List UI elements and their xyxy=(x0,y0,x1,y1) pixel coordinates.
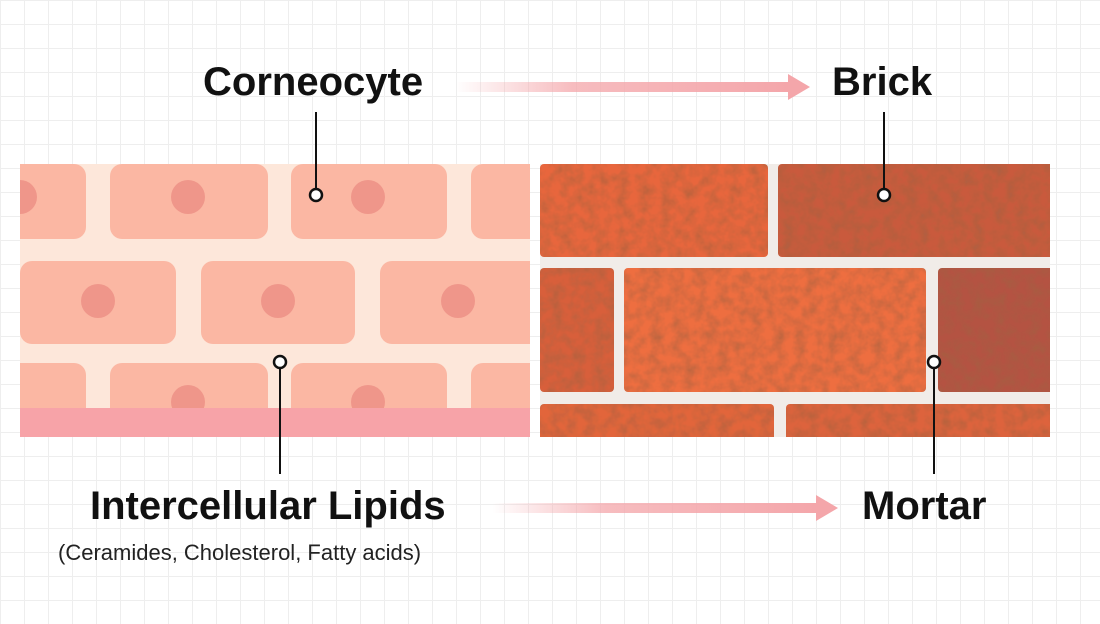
brick-wall-illustration xyxy=(540,164,1050,437)
brick-label: Brick xyxy=(832,60,933,104)
arrow-lipids-to-mortar xyxy=(492,495,838,521)
bricks xyxy=(540,164,1050,437)
lipids-composition-label: (Ceramides, Cholesterol, Fatty acids) xyxy=(58,540,422,565)
intercellular-lipids-label: Intercellular Lipids xyxy=(90,484,446,528)
arrow-corneocyte-to-brick xyxy=(455,74,810,100)
skin-cell-illustration xyxy=(20,164,530,437)
membrane-strip xyxy=(20,408,530,437)
mortar-label: Mortar xyxy=(862,484,987,528)
corneocyte-label: Corneocyte xyxy=(203,60,424,104)
cell-nuclei xyxy=(20,180,475,419)
